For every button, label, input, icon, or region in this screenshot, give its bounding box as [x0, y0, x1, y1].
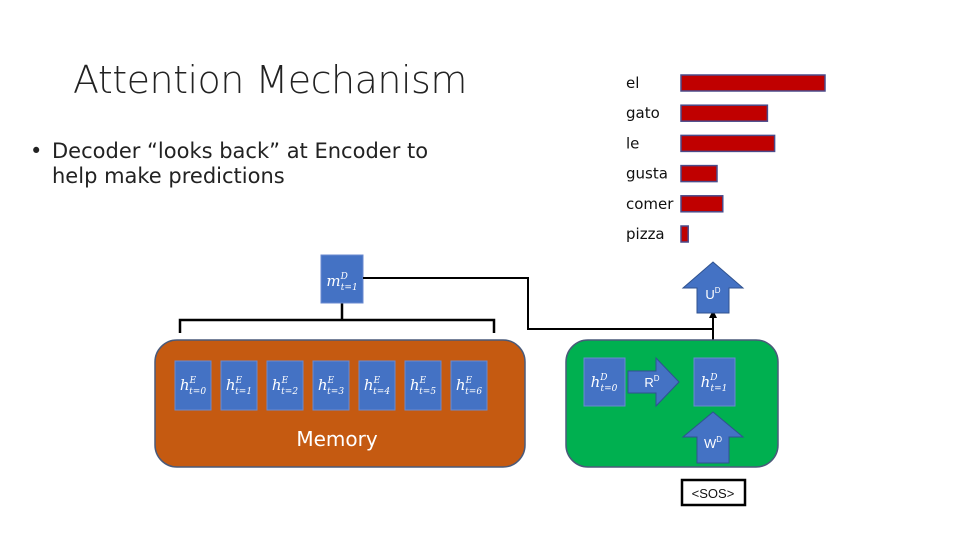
bullet-dot: •	[30, 139, 43, 163]
encoder-hidden-cell	[220, 360, 258, 411]
slide-title: Attention Mechanism	[73, 58, 467, 102]
encoder-hidden-cell	[174, 360, 212, 411]
decoder-h1-cell	[693, 357, 736, 407]
context-connector	[363, 277, 713, 330]
bar-label: pizza	[626, 225, 665, 243]
encoder-hidden-cell	[312, 360, 350, 411]
recurrent-weight-label: RD	[644, 374, 659, 390]
input-arrow-icon	[681, 411, 745, 464]
decoder-h0-cell	[583, 357, 626, 407]
bar-label: comer	[626, 195, 674, 213]
attention-bar	[680, 134, 776, 153]
output-weight-label: UD	[705, 286, 720, 302]
encoder-hidden-cell	[450, 360, 488, 411]
sos-token-box	[680, 478, 747, 507]
encoder-hidden-cell	[266, 360, 304, 411]
recurrent-arrow-icon	[627, 356, 680, 408]
input-weight-label: WD	[704, 435, 722, 451]
attention-bar	[680, 225, 689, 243]
bar-label: gato	[626, 104, 660, 122]
memory-label: Memory	[296, 427, 378, 451]
bar-label: el	[626, 74, 639, 92]
attention-bar	[680, 195, 724, 213]
attention-bar-chart: el gato le gusta comer pizza	[626, 74, 826, 243]
sos-token-label: <SOS>	[692, 486, 735, 501]
encoder-hidden-cell	[358, 360, 396, 411]
bullet-text: Decoder “looks back” at Encoder to help …	[52, 139, 429, 188]
attention-bracket	[178, 303, 496, 333]
attention-bar	[680, 74, 826, 92]
output-arrow-icon	[681, 261, 745, 314]
arrowhead-icon	[709, 310, 717, 318]
attention-bar	[680, 164, 718, 183]
attention-bar	[680, 104, 769, 122]
bar-label: gusta	[626, 165, 668, 183]
bullet-point: • Decoder “looks back” at Encoder to hel…	[30, 139, 470, 189]
context-vector-cell	[320, 254, 364, 304]
encoder-hidden-cell	[404, 360, 442, 411]
bar-label: le	[626, 134, 639, 152]
